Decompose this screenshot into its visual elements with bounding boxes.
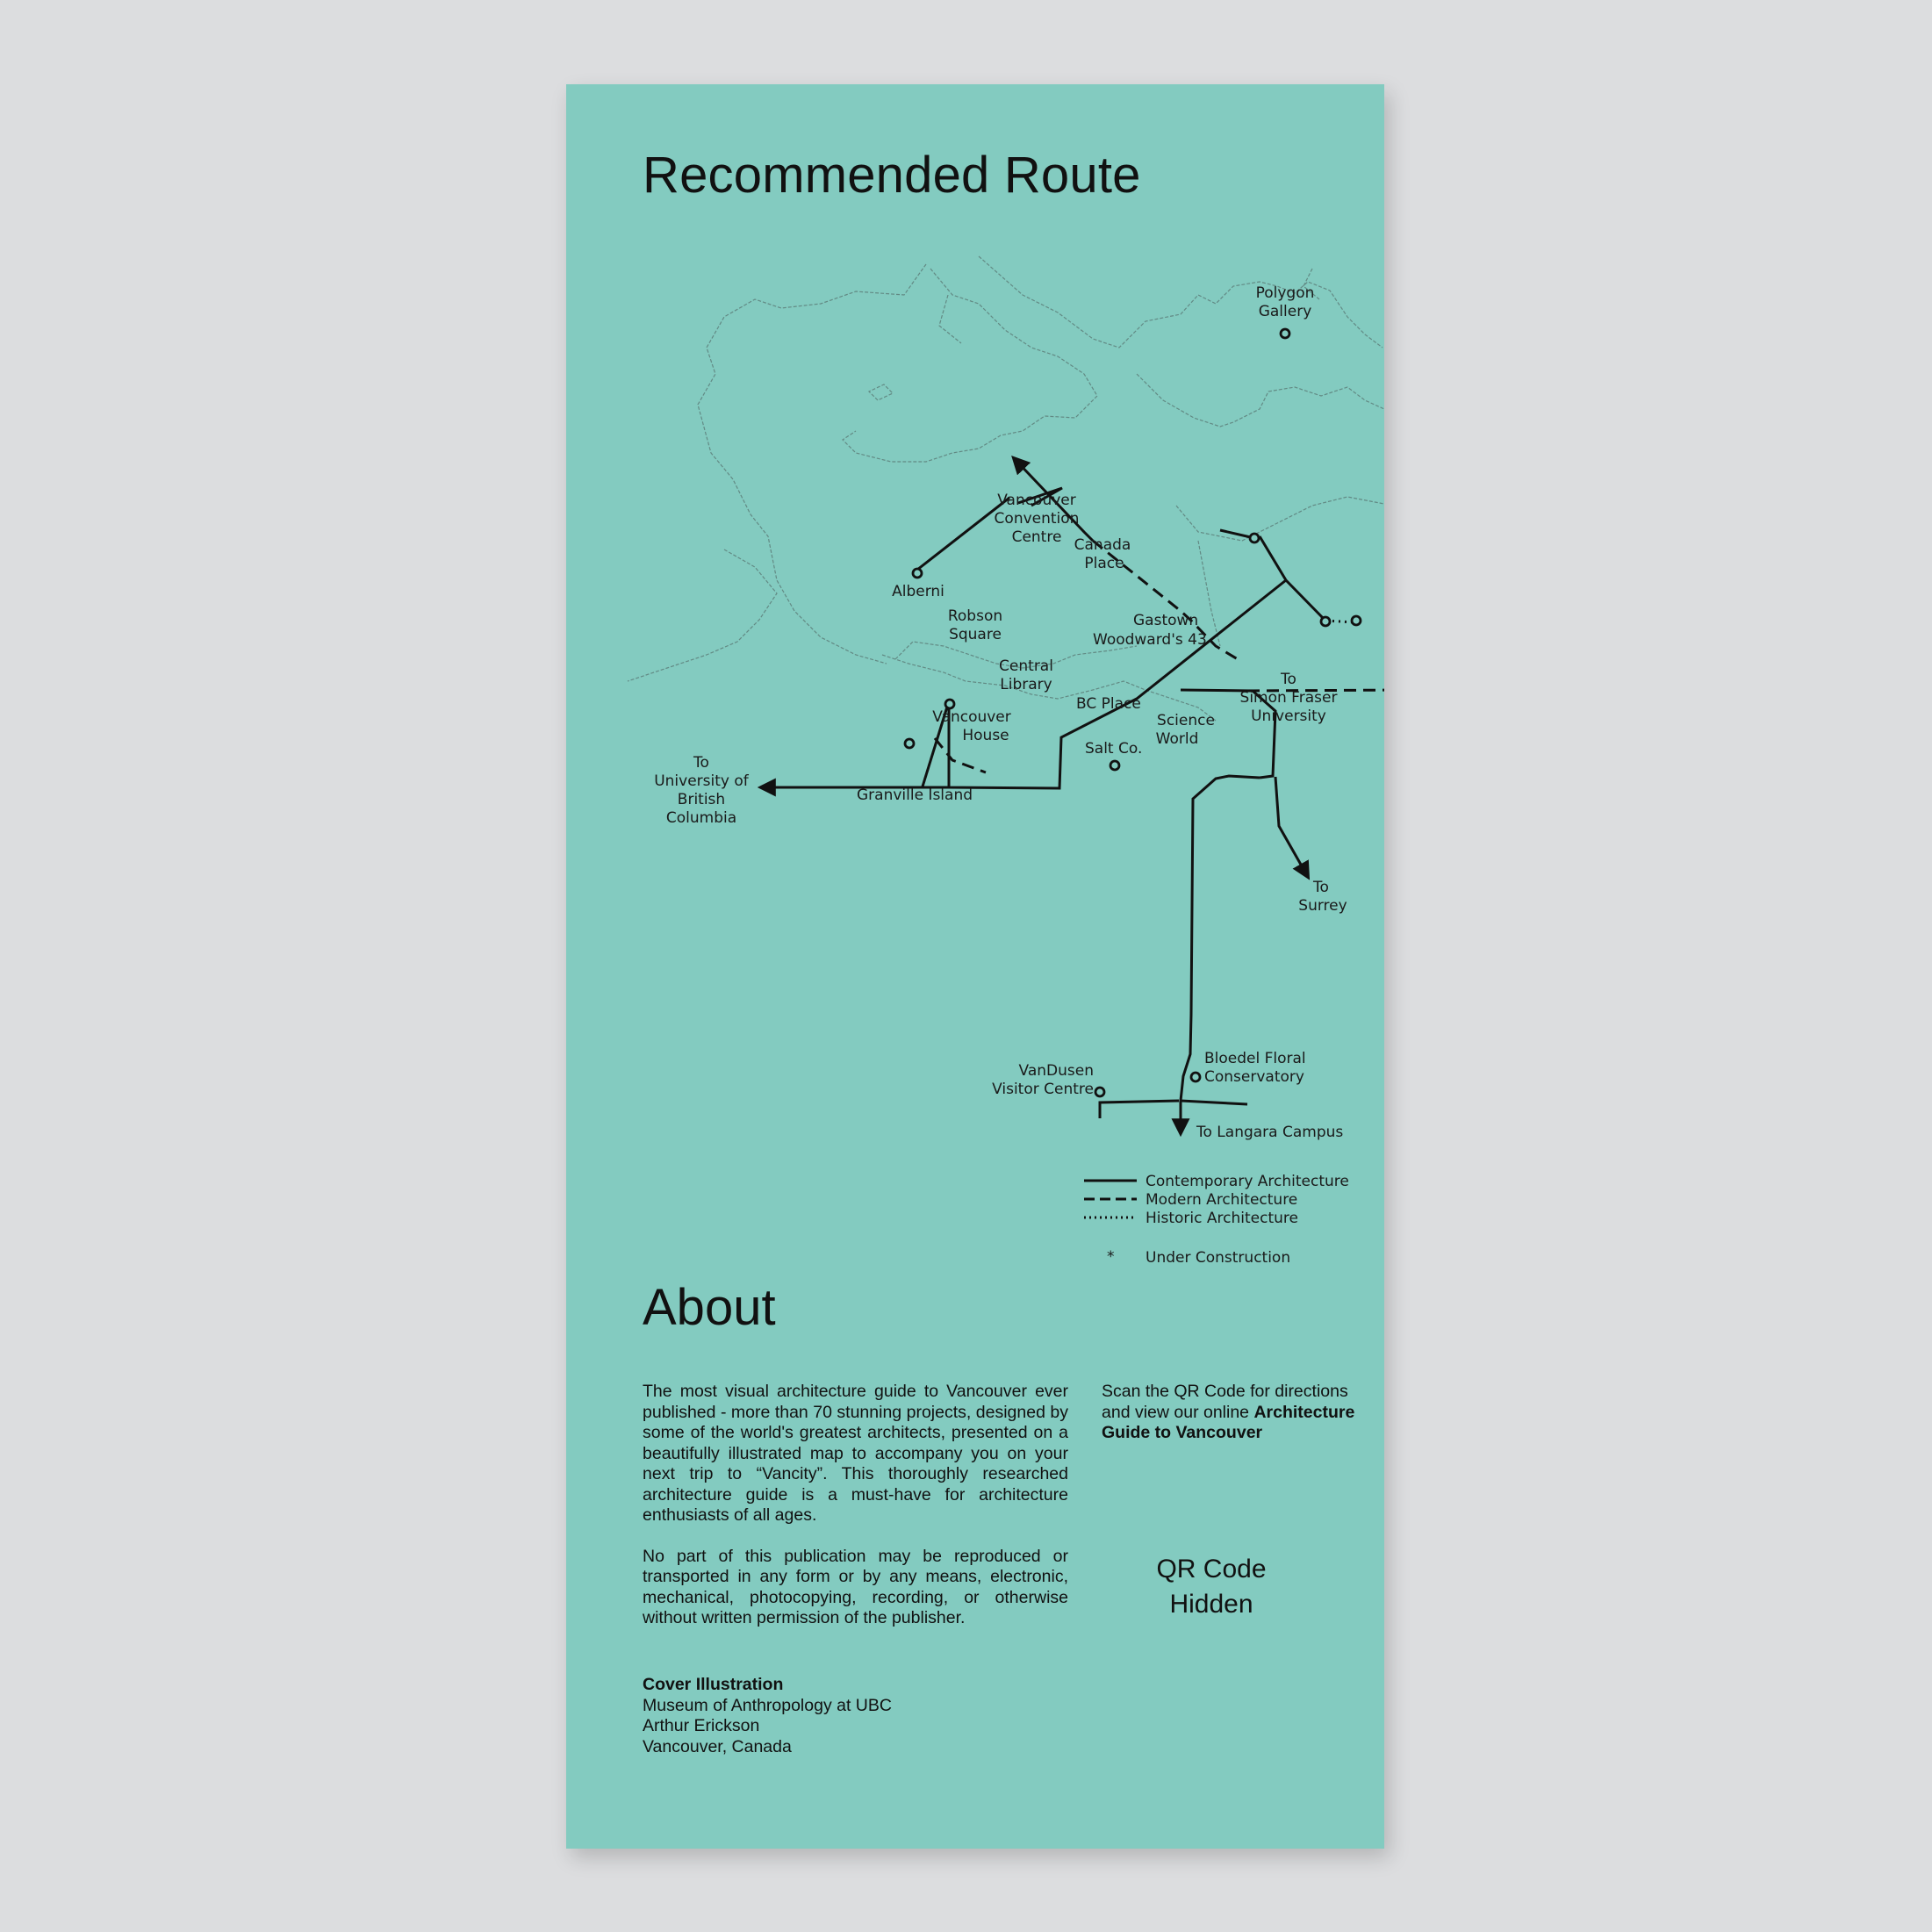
route-modern-lines (933, 539, 1384, 774)
label-woodwards: Woodward's 43 (1093, 631, 1207, 649)
label-to-sfu-2: Simon Fraser (1240, 689, 1338, 707)
stop-polygon-gallery (1279, 327, 1291, 340)
route-title: Recommended Route (643, 147, 1141, 204)
route-stops (903, 327, 1362, 1098)
legend-construction: Under Construction (1146, 1249, 1290, 1267)
legend-contemporary: Contemporary Architecture (1146, 1173, 1349, 1190)
label-to-langara: To Langara Campus (1196, 1124, 1343, 1141)
cover-line-3: Vancouver, Canada (643, 1736, 792, 1756)
label-convention: Vancouver (997, 492, 1076, 509)
legend-modern: Modern Architecture (1146, 1191, 1297, 1209)
label-science-world: Science (1157, 712, 1215, 729)
cover-line-1: Museum of Anthropology at UBC (643, 1695, 892, 1715)
label-vandusen: VanDusen (1019, 1062, 1094, 1080)
legend: Contemporary Architecture Modern Archite… (1084, 1173, 1349, 1267)
label-vancouver-house-2: House (962, 727, 1009, 744)
label-salt-co: Salt Co. (1085, 740, 1142, 758)
stop-bloedel (1189, 1071, 1202, 1083)
route-map: Polygon Gallery Vancouver Convention Cen… (627, 255, 1384, 1267)
label-science-world-2: World (1156, 730, 1199, 748)
label-alberni: Alberni (892, 583, 944, 600)
stop-vandusen (1094, 1086, 1106, 1098)
cover-line-2: Arthur Erickson (643, 1716, 760, 1735)
stop-convention-centre (1248, 532, 1260, 544)
route-historic-line (1325, 619, 1354, 624)
qr-line-1: QR Code (1156, 1555, 1267, 1584)
label-convention-3: Centre (1012, 528, 1062, 546)
label-to-ubc-4: Columbia (666, 809, 736, 827)
label-to-surrey: To (1312, 879, 1329, 896)
label-granville: Granville Island (857, 786, 973, 804)
label-bc-place: BC Place (1076, 695, 1141, 713)
label-to-sfu-3: University (1251, 707, 1326, 725)
label-vandusen-2: Visitor Centre (992, 1081, 1094, 1098)
coastline (627, 255, 1384, 722)
qr-code-placeholder[interactable]: QR Code Hidden (1132, 1552, 1290, 1622)
label-bloedel-2: Conservatory (1204, 1068, 1304, 1086)
stop-gastown (1350, 614, 1362, 627)
label-robson-2: Square (949, 626, 1002, 643)
stop-vancouver-house (944, 698, 956, 710)
label-polygon: Polygon (1256, 284, 1315, 302)
about-paragraph-2: No part of this publication may be repro… (643, 1546, 1068, 1628)
label-to-sfu: To (1280, 671, 1296, 688)
cover-heading: Cover Illustration (643, 1675, 784, 1694)
legend-historic: Historic Architecture (1146, 1210, 1298, 1227)
cover-credits: Cover Illustration Museum of Anthropolog… (643, 1675, 994, 1757)
label-canada-place: Canada (1074, 536, 1131, 554)
label-gastown: Gastown (1133, 612, 1198, 629)
stop-granville (903, 737, 916, 750)
about-paragraph-1: The most visual architecture guide to Va… (643, 1382, 1068, 1525)
label-central-library-2: Library (1000, 676, 1052, 693)
label-canada-place-2: Place (1084, 555, 1124, 572)
qr-instructions: Scan the QR Code for directions and view… (1102, 1382, 1365, 1444)
brochure-panel: Recommended Route (566, 84, 1384, 1849)
label-to-surrey-2: Surrey (1298, 897, 1347, 915)
map-labels: Polygon Gallery Vancouver Convention Cen… (654, 284, 1347, 1141)
stop-woodwards (1319, 615, 1332, 628)
qr-line-2: Hidden (1169, 1590, 1253, 1619)
route-lines (757, 455, 1327, 1138)
qr-instructions-text: Scan the QR Code for directions and view… (1102, 1382, 1348, 1422)
label-bloedel: Bloedel Floral (1204, 1050, 1306, 1067)
stop-salt-co (1109, 759, 1121, 772)
qr-instructions-link[interactable]: Architecture Guide to Vancouver (1102, 1402, 1355, 1443)
label-to-ubc-3: British (678, 791, 725, 808)
label-convention-2: Convention (995, 510, 1080, 528)
about-title: About (643, 1279, 776, 1336)
label-to-ubc: To (693, 754, 709, 772)
label-polygon-2: Gallery (1259, 303, 1312, 320)
label-robson: Robson (948, 607, 1002, 625)
label-vancouver-house: Vancouver (932, 708, 1011, 726)
label-central-library: Central (999, 657, 1053, 675)
about-body: The most visual architecture guide to Va… (643, 1382, 1068, 1649)
label-to-ubc-2: University of (654, 772, 750, 790)
legend-construction-symbol: * (1107, 1248, 1115, 1266)
stop-alberni (911, 567, 923, 579)
